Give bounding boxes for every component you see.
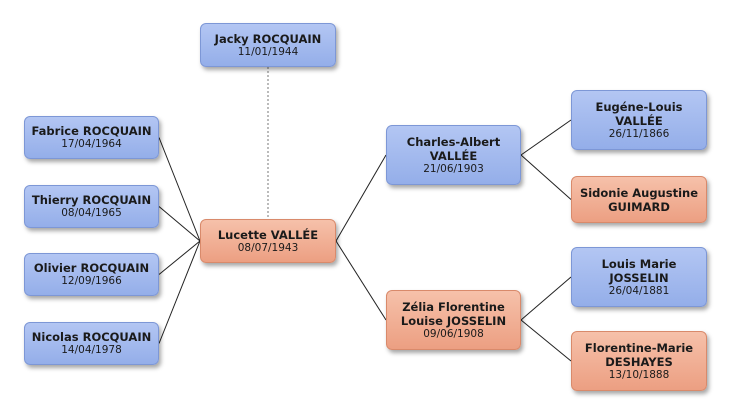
link-zelia-louis (520, 276, 572, 321)
person-date: 08/04/1965 (61, 207, 122, 219)
person-name: Fabrice ROCQUAIN (31, 124, 152, 138)
person-card-florentine-marie-deshayes[interactable]: Florentine-Marie DESHAYES 13/10/1888 (571, 331, 707, 391)
person-name-line-2: VALLÉE (429, 148, 478, 163)
link-fabrice-lucette (158, 137, 201, 242)
person-card-lucette-vallee[interactable]: Lucette VALLÉE 08/07/1943 (200, 219, 336, 263)
person-card-sidonie-guimard[interactable]: Sidonie Augustine GUIMARD (571, 176, 707, 223)
person-name-line-1: Eugéne-Louis (595, 99, 683, 114)
person-name-line-1: Louis Marie (601, 256, 677, 271)
link-charles-eugene (520, 119, 572, 156)
person-name-line-1: Sidonie Augustine (579, 185, 699, 200)
person-date: 08/07/1943 (237, 241, 299, 254)
person-date: 13/10/1888 (608, 368, 670, 381)
person-name: Thierry ROCQUAIN (31, 193, 152, 207)
person-name: Jacky ROCQUAIN (214, 31, 322, 46)
person-name-line-2: VALLÉE (615, 113, 663, 128)
person-name: Nicolas ROCQUAIN (31, 330, 152, 344)
link-zelia-florentine (520, 319, 572, 362)
person-card-thierry-rocquain[interactable]: Thierry ROCQUAIN 08/04/1965 (24, 185, 159, 228)
person-card-nicolas-rocquain[interactable]: Nicolas ROCQUAIN 14/04/1978 (24, 322, 159, 365)
link-olivier-lucette (158, 240, 201, 275)
person-card-fabrice-rocquain[interactable]: Fabrice ROCQUAIN 17/04/1964 (24, 116, 159, 159)
person-date: 26/11/1866 (608, 127, 670, 140)
person-name-line-1: Florentine-Marie (584, 340, 694, 355)
person-card-charles-albert-vallee[interactable]: Charles-Albert VALLÉE 21/06/1903 (386, 125, 521, 185)
link-nicolas-lucette (158, 240, 201, 344)
person-date: 12/09/1966 (61, 275, 122, 287)
person-card-olivier-rocquain[interactable]: Olivier ROCQUAIN 12/09/1966 (24, 253, 159, 296)
person-name-line-1: Zélia Florentine (402, 299, 505, 314)
person-date: 17/04/1964 (61, 138, 122, 150)
person-card-jacky-rocquain[interactable]: Jacky ROCQUAIN 11/01/1944 (200, 23, 336, 67)
person-card-louis-marie-josselin[interactable]: Louis Marie JOSSELIN 26/04/1881 (571, 247, 707, 307)
link-lucette-zelia (335, 240, 387, 321)
link-thierry-lucette (158, 206, 201, 242)
person-name-line-2: DESHAYES (605, 354, 673, 369)
link-lucette-charles (335, 154, 387, 242)
person-date: 14/04/1978 (61, 344, 122, 356)
person-card-zelia-josselin[interactable]: Zélia Florentine Louise JOSSELIN 09/06/1… (386, 290, 521, 350)
person-name-line-1: Charles-Albert (406, 134, 501, 149)
person-name-line-2: Louise JOSSELIN (400, 313, 507, 328)
person-name-line-2: GUIMARD (608, 199, 670, 214)
person-name: Olivier ROCQUAIN (33, 261, 150, 275)
person-date: 09/06/1908 (423, 327, 484, 340)
person-card-eugene-louis-vallee[interactable]: Eugéne-Louis VALLÉE 26/11/1866 (571, 90, 707, 150)
link-charles-sidonie (520, 154, 572, 200)
person-date: 21/06/1903 (423, 162, 484, 175)
person-date: 11/01/1944 (237, 45, 299, 58)
person-name-line-2: JOSSELIN (609, 270, 669, 285)
person-date: 26/04/1881 (608, 284, 670, 297)
person-name: Lucette VALLÉE (217, 227, 319, 242)
